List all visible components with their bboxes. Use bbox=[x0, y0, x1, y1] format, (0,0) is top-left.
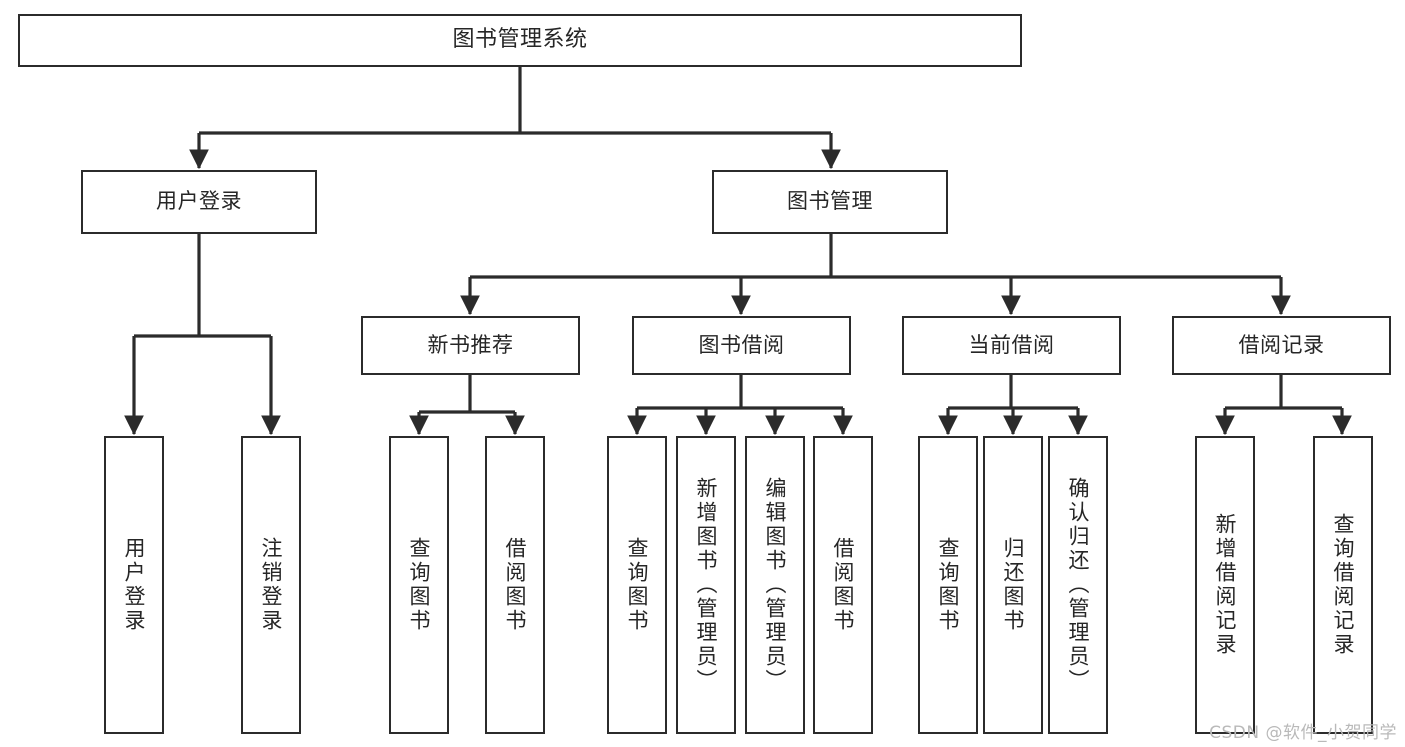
node-current-borrow-label: 当前借阅 bbox=[968, 332, 1055, 357]
leaf-add-borrow-record-label: 新增借阅记录 bbox=[1213, 513, 1238, 657]
leaf-add-book-admin[interactable]: 新增图书（管理员） bbox=[676, 436, 736, 734]
node-new-book-recommend-label: 新书推荐 bbox=[427, 332, 514, 357]
leaf-query-borrow-record[interactable]: 查询借阅记录 bbox=[1313, 436, 1373, 734]
leaf-query-book-current[interactable]: 查询图书 bbox=[918, 436, 978, 734]
leaf-query-borrow-record-label: 查询借阅记录 bbox=[1331, 513, 1356, 657]
leaf-edit-book-admin-label: 编辑图书（管理员） bbox=[763, 477, 788, 693]
leaf-query-book-recommend-label: 查询图书 bbox=[407, 537, 432, 633]
node-book-manage[interactable]: 图书管理 bbox=[712, 170, 948, 234]
leaf-user-login[interactable]: 用户登录 bbox=[104, 436, 164, 734]
leaf-borrow-book-label: 借阅图书 bbox=[831, 537, 856, 633]
leaf-query-book-borrow-label: 查询图书 bbox=[625, 537, 650, 633]
leaf-borrow-book-recommend[interactable]: 借阅图书 bbox=[485, 436, 545, 734]
leaf-return-book-label: 归还图书 bbox=[1001, 537, 1026, 633]
node-current-borrow[interactable]: 当前借阅 bbox=[902, 316, 1121, 375]
leaf-logout-label: 注销登录 bbox=[259, 537, 284, 633]
leaf-logout[interactable]: 注销登录 bbox=[241, 436, 301, 734]
leaf-add-book-admin-label: 新增图书（管理员） bbox=[694, 477, 719, 693]
node-new-book-recommend[interactable]: 新书推荐 bbox=[361, 316, 580, 375]
leaf-confirm-return-admin-label: 确认归还（管理员） bbox=[1066, 477, 1091, 693]
node-book-borrow[interactable]: 图书借阅 bbox=[632, 316, 851, 375]
leaf-query-book-current-label: 查询图书 bbox=[936, 537, 961, 633]
node-user-login-label: 用户登录 bbox=[156, 189, 242, 214]
node-book-borrow-label: 图书借阅 bbox=[698, 332, 785, 357]
node-borrow-record[interactable]: 借阅记录 bbox=[1172, 316, 1391, 375]
node-book-manage-label: 图书管理 bbox=[787, 189, 873, 214]
node-root-label: 图书管理系统 bbox=[452, 27, 588, 53]
leaf-add-borrow-record[interactable]: 新增借阅记录 bbox=[1195, 436, 1255, 734]
leaf-query-book-borrow[interactable]: 查询图书 bbox=[607, 436, 667, 734]
watermark-text: CSDN @软件_小贺同学 bbox=[1209, 723, 1397, 743]
node-user-login[interactable]: 用户登录 bbox=[81, 170, 317, 234]
leaf-borrow-book-recommend-label: 借阅图书 bbox=[503, 537, 528, 633]
leaf-query-book-recommend[interactable]: 查询图书 bbox=[389, 436, 449, 734]
leaf-edit-book-admin[interactable]: 编辑图书（管理员） bbox=[745, 436, 805, 734]
leaf-borrow-book[interactable]: 借阅图书 bbox=[813, 436, 873, 734]
node-root-system[interactable]: 图书管理系统 bbox=[18, 14, 1022, 67]
leaf-user-login-label: 用户登录 bbox=[122, 537, 147, 633]
leaf-confirm-return-admin[interactable]: 确认归还（管理员） bbox=[1048, 436, 1108, 734]
node-borrow-record-label: 借阅记录 bbox=[1238, 332, 1325, 357]
leaf-return-book[interactable]: 归还图书 bbox=[983, 436, 1043, 734]
